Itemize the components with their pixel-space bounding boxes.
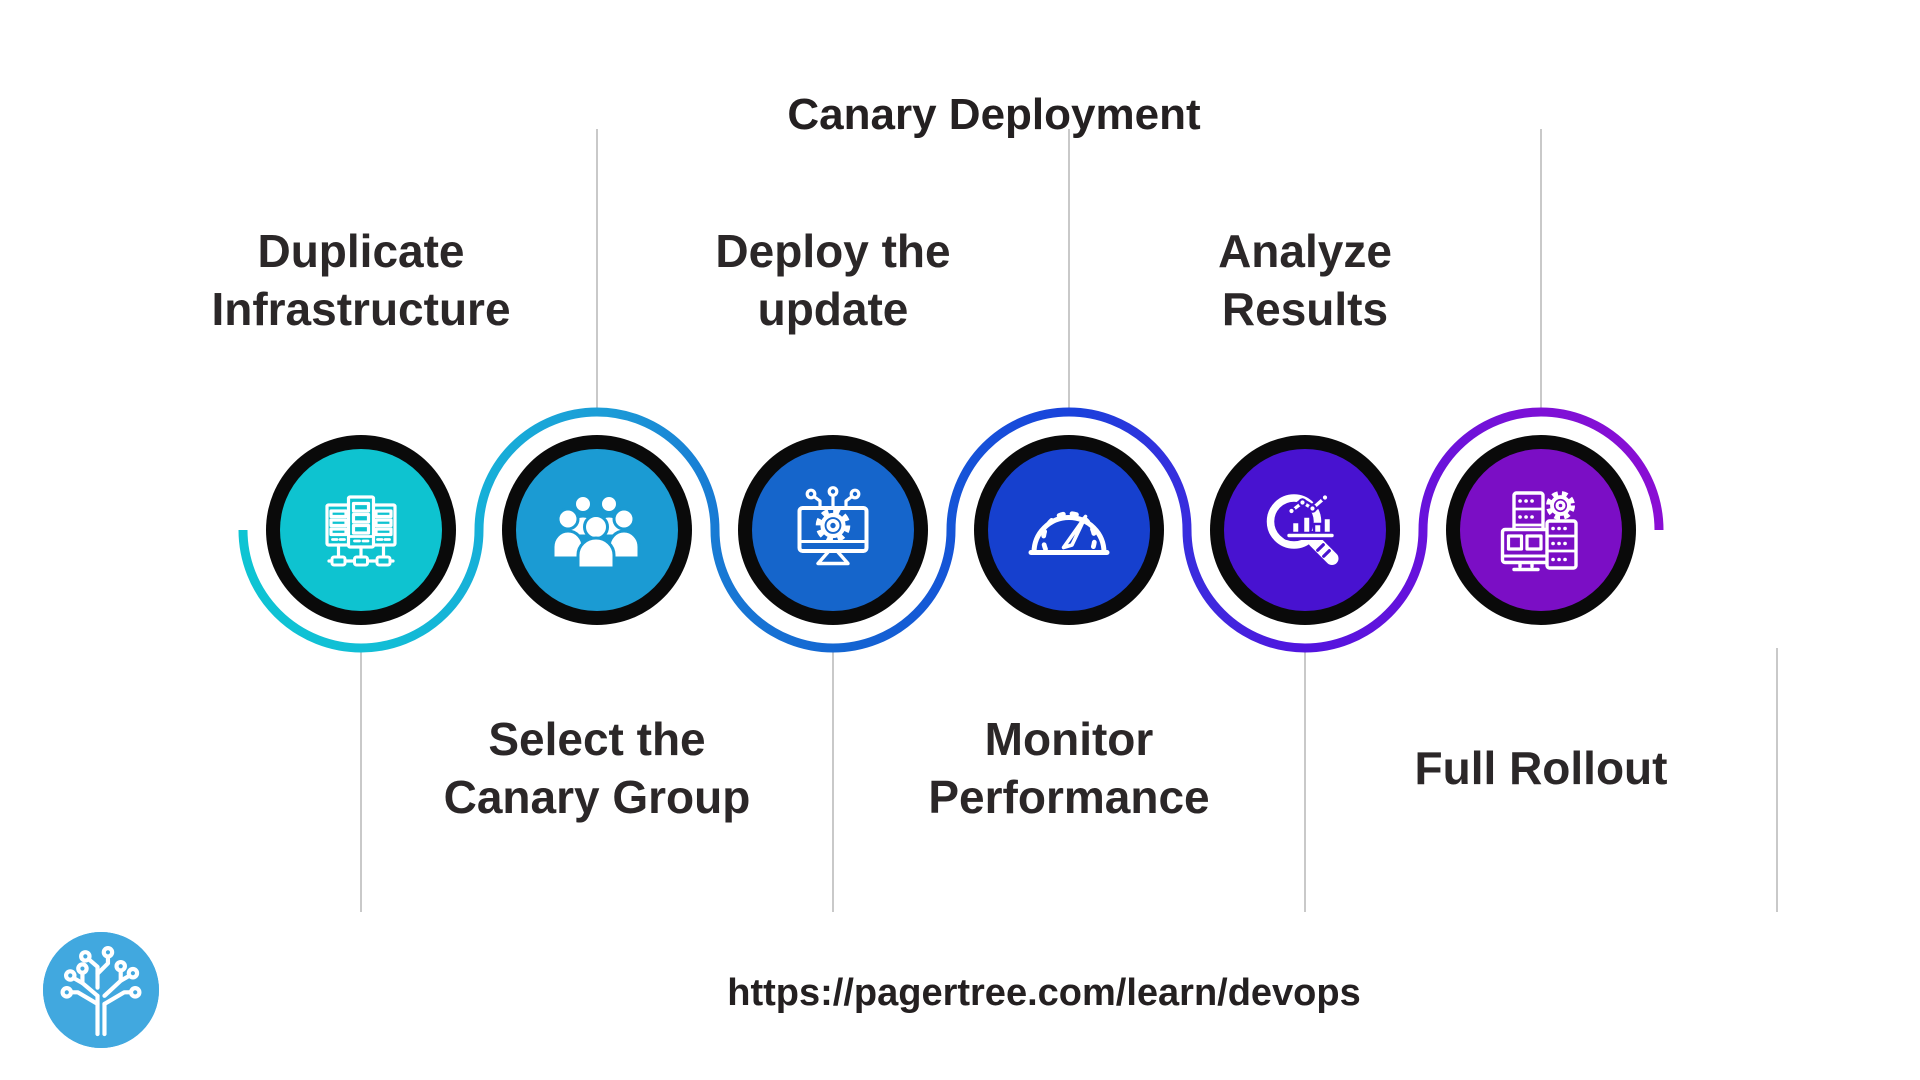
step-label-select-canary-group: Select the Canary Group	[443, 713, 751, 823]
user-group-icon	[551, 494, 641, 570]
step-circle-monitor-performance	[974, 435, 1164, 625]
step-label-duplicate-infrastructure: Duplicate Infrastructure	[211, 225, 511, 335]
step-circle-analyze-results	[1210, 435, 1400, 625]
server-rack-network-icon	[325, 495, 397, 567]
step-label-analyze-results: Analyze Results	[1218, 225, 1392, 335]
snake-connector-line	[238, 407, 1664, 653]
servers-gear-rollout-icon	[1500, 491, 1578, 572]
top-divider-lines	[596, 129, 1542, 412]
step-label-full-rollout: Full Rollout	[1414, 742, 1668, 794]
step-circle-select-canary-group	[502, 435, 692, 625]
step-circle-full-rollout	[1446, 435, 1636, 625]
pagertree-logo	[43, 932, 159, 1048]
monitor-gear-deploy-icon	[797, 486, 869, 566]
magnifier-bar-chart-icon	[1266, 493, 1339, 565]
circle-fill	[988, 449, 1150, 611]
step-label-monitor-performance: Monitor Performance	[928, 713, 1210, 823]
source-url: https://pagertree.com/learn/devops	[727, 972, 1361, 1014]
step-circle-deploy-update	[738, 435, 928, 625]
step-circle-duplicate-infrastructure	[266, 435, 456, 625]
pagertree-circuit-tree-logo	[43, 932, 159, 1048]
bottom-divider-lines	[360, 648, 1778, 912]
step-label-deploy-update: Deploy the update	[715, 225, 951, 335]
page-title: Canary Deployment	[787, 90, 1201, 139]
speedometer-icon	[1028, 511, 1110, 555]
